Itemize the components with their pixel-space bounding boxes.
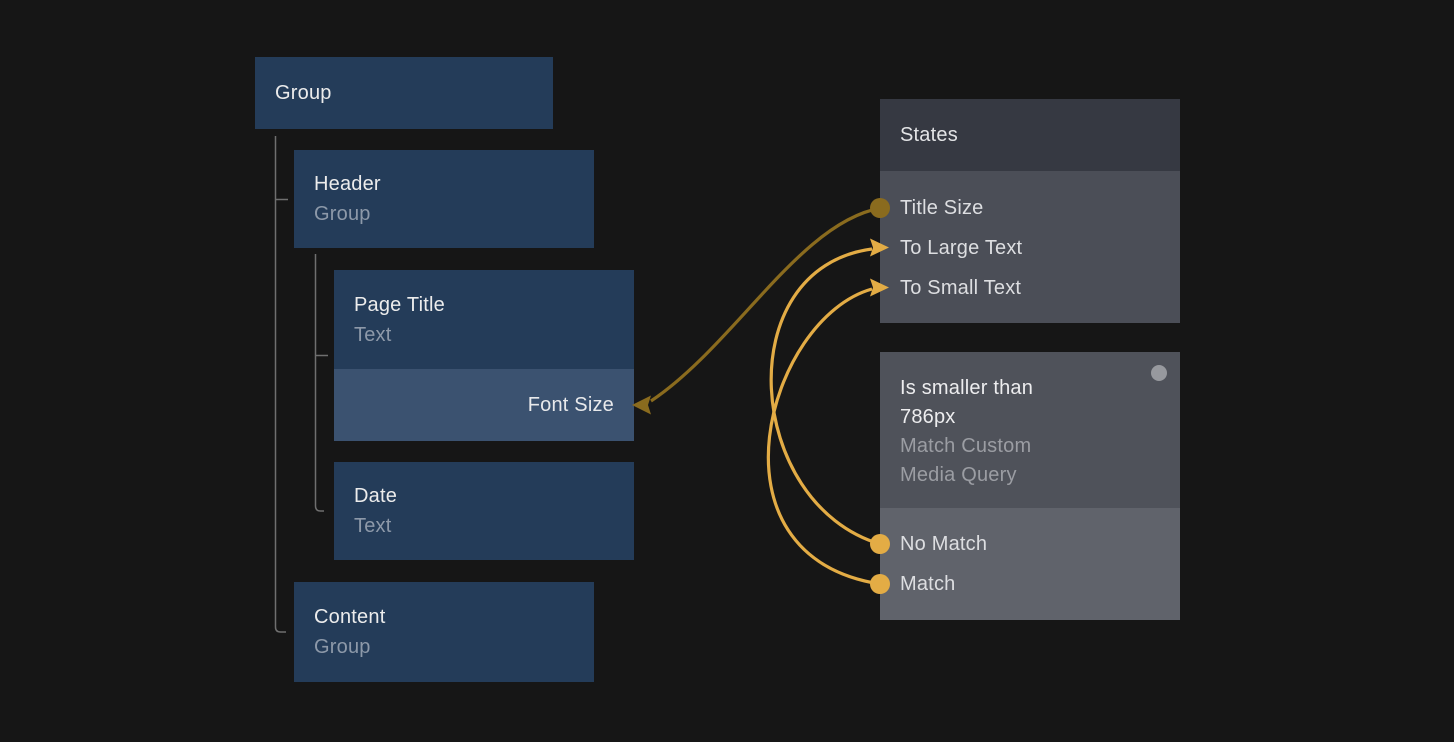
tree-line-outer: [274, 136, 286, 633]
node-page-title-title: Page Title: [354, 293, 445, 316]
connection-no-match-to-large-text: [769, 238, 890, 554]
node-header-subtitle: Group: [314, 203, 371, 225]
status-dot-icon: [1151, 365, 1167, 381]
state-item-to-large-text[interactable]: To Large Text: [900, 236, 1023, 259]
node-content-subtitle: Group: [314, 636, 371, 658]
media-query-title: Is smaller than 786px: [900, 377, 1034, 428]
states-panel-title: States: [900, 123, 958, 146]
node-header[interactable]: Header Group: [294, 150, 594, 248]
tree-line-inner: [314, 254, 324, 512]
node-date-subtitle: Text: [354, 515, 392, 537]
node-group-title: Group: [275, 82, 332, 104]
connection-curve-no-match: [769, 247, 881, 546]
state-item-title-size[interactable]: Title Size: [900, 196, 984, 219]
media-query-panel: Is smaller than 786px Match Custom Media…: [880, 352, 1180, 620]
node-date[interactable]: Date Text: [334, 462, 634, 560]
node-group[interactable]: Group: [255, 57, 553, 129]
node-page-title[interactable]: Page Title Text Font Size: [334, 270, 634, 441]
media-query-panel-body: No Match Match: [880, 508, 1180, 620]
node-content-title: Content: [314, 606, 386, 628]
media-query-subtitle: Match Custom Media Query: [900, 435, 1032, 486]
connection-arrowhead-font-size-icon: [632, 395, 651, 415]
connection-title-size-to-font-size: [632, 198, 890, 415]
state-item-to-small-text[interactable]: To Small Text: [900, 276, 1022, 299]
node-page-title-subtitle: Text: [354, 323, 392, 346]
connection-curve-title-size: [650, 206, 882, 403]
media-query-item-no-match[interactable]: No Match: [900, 532, 988, 555]
node-date-title: Date: [354, 485, 398, 507]
media-query-panel-header: Is smaller than 786px Match Custom Media…: [880, 352, 1180, 508]
media-query-item-match[interactable]: Match: [900, 572, 956, 595]
states-panel-header: States: [880, 99, 1180, 171]
states-panel-body: Title Size To Large Text To Small Text: [880, 171, 1180, 323]
states-panel: States Title Size To Large Text To Small…: [880, 99, 1180, 323]
connection-curve-match: [766, 287, 881, 586]
node-content[interactable]: Content Group: [294, 582, 594, 682]
node-page-title-main[interactable]: Page Title Text: [334, 270, 634, 369]
node-override-label: Font Size: [527, 393, 614, 416]
node-override-font-size[interactable]: Font Size: [334, 369, 634, 441]
connection-match-to-small-text: [766, 278, 890, 594]
node-header-title: Header: [314, 173, 381, 195]
